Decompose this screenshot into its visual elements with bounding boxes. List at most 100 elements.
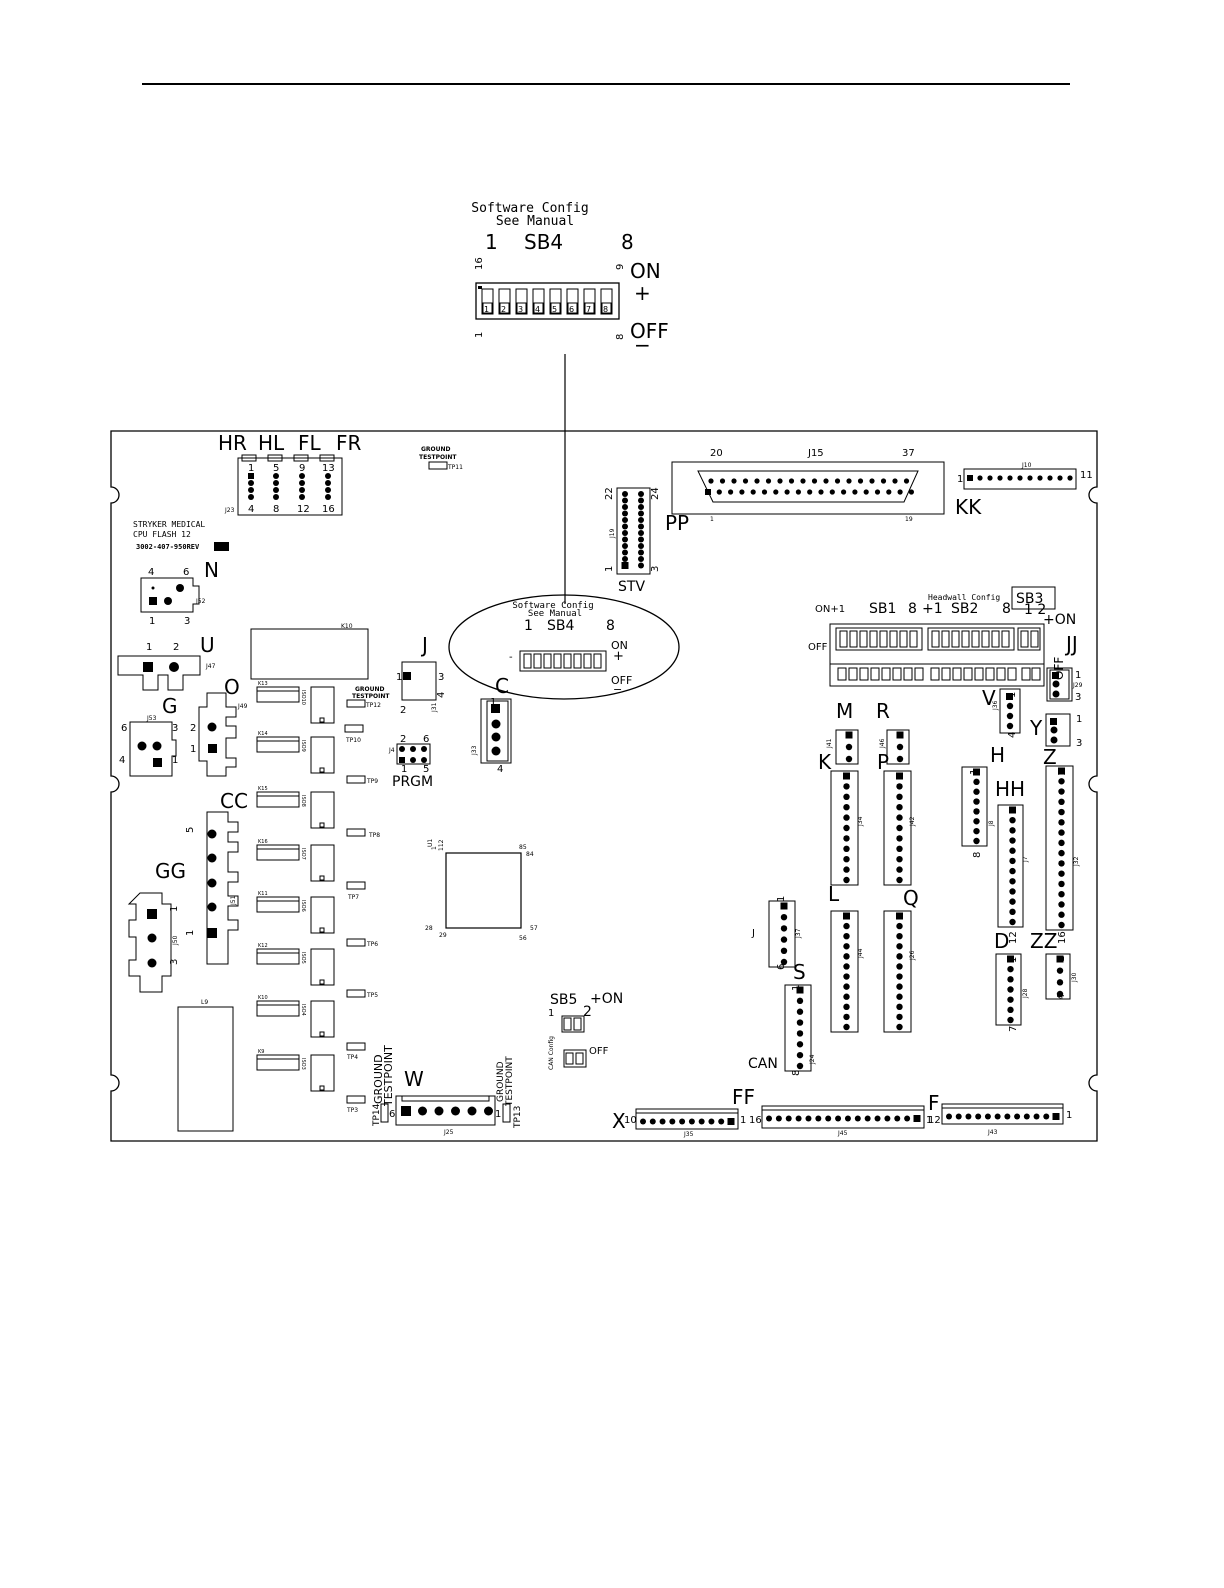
sb2-res-7 [996,667,1006,681]
j35-pad [698,1118,705,1125]
oval-plus: + [613,649,624,664]
j32-z-pad [1058,778,1065,785]
sb3-pins: 1 2 [1024,602,1046,618]
j10-pin [1047,475,1053,481]
iso-1 [310,736,335,774]
j44-l-pad-square [843,912,850,920]
callout-switch-knob-7 [584,302,595,314]
j25-pin1: 1 [495,1109,501,1120]
sb4-oval-outline [448,594,680,700]
j26-q-pad [896,983,903,990]
d-pin7: 7 [1008,1026,1019,1032]
u1-pin29: 29 [439,932,447,939]
j36-ref: J36 [992,700,999,711]
tp11-label: TP11 [447,464,463,471]
j23-ref: J23 [224,507,235,514]
callout-pin1: 1 [474,332,485,338]
j50-pad-2 [147,933,157,943]
sb2-switch-5 [971,630,980,648]
j43-pad [1014,1113,1021,1120]
j32-z-pad [1058,911,1065,918]
j7-hh-pad [1009,847,1016,854]
sb1-body [835,627,923,651]
relay-ref-2: K15 [258,786,268,792]
w-label: W [404,1067,424,1091]
callout-switch-1 [481,288,494,315]
callout-switch-knob-6 [567,302,578,314]
j7-hh-pad [1009,898,1016,905]
j32-z-pad [1058,788,1065,795]
j33-pad-2 [491,719,501,729]
j49-pad-1 [208,744,217,753]
j53-pad-a [137,741,147,751]
j15-pin-top [903,478,910,484]
oval-title1: Software Config [512,601,593,611]
j51-pad-4 [207,853,217,863]
j7-hh-pad [1009,888,1016,895]
j45-pad [766,1115,772,1122]
sb2-switch-2 [941,630,950,648]
j36-pin [1006,722,1014,730]
j15-pin-bottom [807,489,813,495]
tp3-label: TP3 [346,1107,358,1114]
y-label: Y [1029,716,1043,740]
f-label: F [928,1091,940,1115]
sb2-switch-4 [961,630,970,648]
j7-hh-pad [1009,857,1016,865]
callout-pin8: 8 [615,334,626,340]
j43-pin1: 1 [1066,1110,1072,1121]
j53-ref: J53 [146,715,157,722]
j15-dshell [697,470,919,503]
j35-pad [679,1118,686,1125]
j51-pin5: 5 [185,827,196,833]
tp5: TP5 [346,989,378,999]
j19-pad-square [621,562,629,569]
j4-pad-3 [421,757,427,763]
j46-r-pad-square [896,731,904,739]
j51-body [206,811,239,965]
j26-q-pad [896,973,903,980]
j41y-pin3: 3 [1076,738,1082,749]
j19-pad [622,497,628,504]
j28-d-ref: J28 [1022,988,1029,999]
j15-pin1: 1 [710,516,714,523]
tp4-label: TP4 [346,1054,358,1061]
j42-p-body [883,770,912,886]
j45-pin16: 16 [749,1115,762,1126]
j32-z-pad [1058,808,1065,816]
oval-switch-body [519,650,607,672]
tp9-pad [346,775,366,784]
j37-pad-square [780,902,788,910]
j42-p-pad [896,845,903,852]
j53-pin4: 4 [119,755,125,766]
callout-switch-marker [478,286,482,289]
j42-p-pad [896,876,903,884]
tp6: TP6 [346,938,378,948]
sb2-res-2 [941,667,951,681]
j15-pin-rows [705,478,915,495]
j42-p-pad-square [896,772,903,780]
j47-pad-2 [169,662,179,672]
j15-pin-top [788,478,795,484]
callout-title-line1: Software Config [471,201,588,216]
j32-z-pad [1058,849,1065,857]
sb1-res-1 [837,667,847,681]
j23-pad [273,494,279,500]
j24-pin8: 8 [791,1070,802,1076]
l9-body [177,1006,234,1132]
j4-body [396,743,431,765]
j24-pad [796,1008,804,1015]
j34-k-body [830,770,859,886]
j33-body-inner [486,700,509,762]
j35-pin1: 1 [740,1115,746,1126]
o-label: O [224,675,240,699]
hh-pin1: 1 [1008,806,1019,812]
s-label: S [793,960,806,984]
j15-pin-top [731,478,737,484]
j8-h-body [961,766,988,847]
label-hr: HR [218,431,247,455]
j25-ref: J25 [443,1129,454,1136]
j23-pin16: 16 [322,504,335,515]
j31-pin4: 4 [436,692,447,698]
j51-pad-2 [207,902,217,912]
